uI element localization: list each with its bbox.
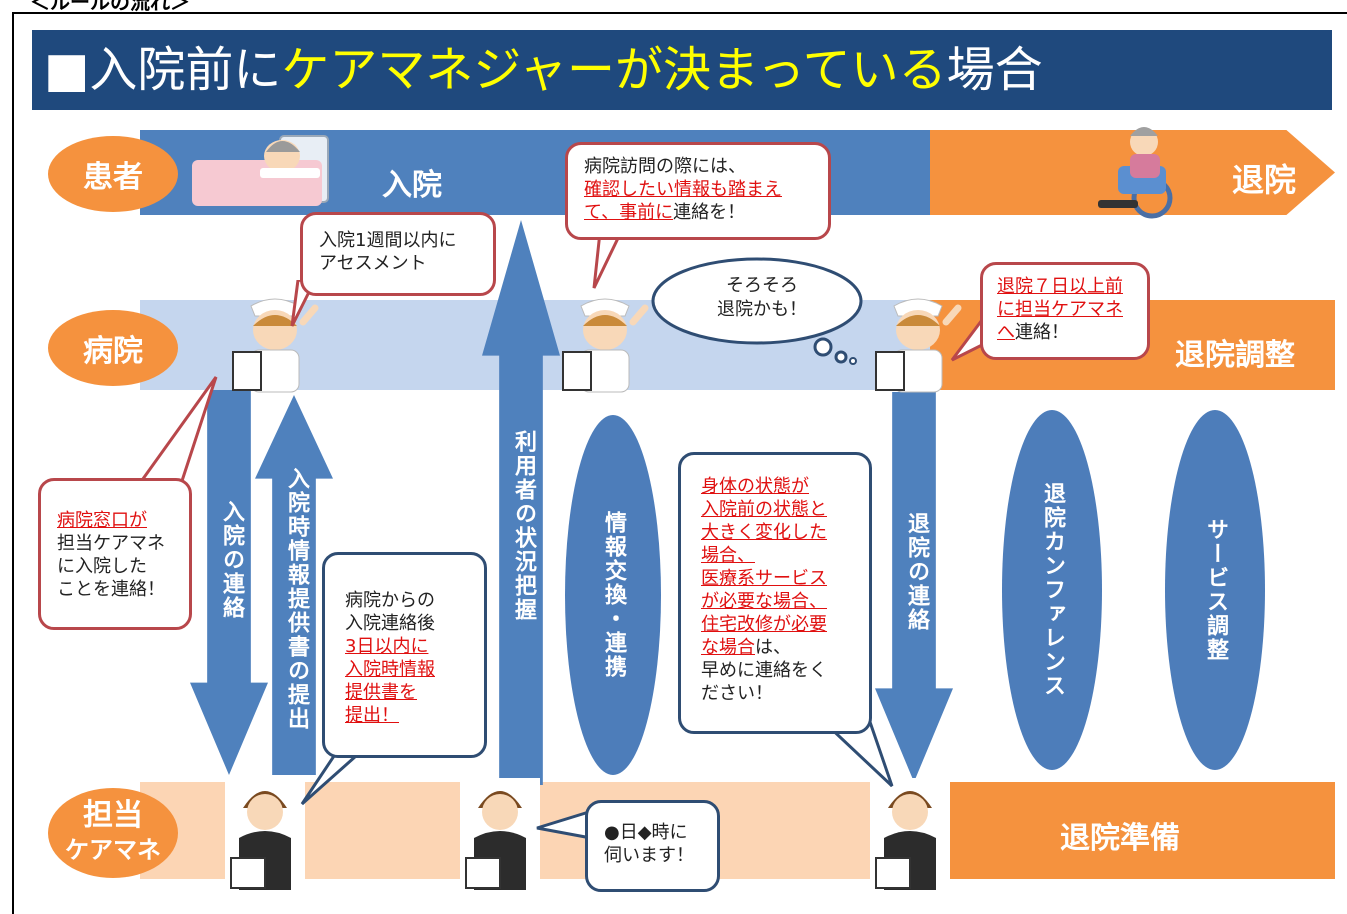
body-line6: が必要な場合、 [701, 591, 827, 612]
caremanager-label-line2: ケアマネ [65, 836, 161, 864]
body-line8: な場合 [701, 637, 755, 658]
window-line4: ことを連絡！ [57, 579, 165, 600]
conference-ellipse: 退院カンファレンス [1002, 410, 1102, 770]
discharge7-line4: 連絡！ [1015, 322, 1069, 343]
window-line3: に入院した [57, 556, 147, 577]
discharge7-bubble: 退院７日以上前 に担当ケアマネ へ連絡！ [980, 262, 1150, 360]
service-label: サービス調整 [1203, 518, 1228, 662]
submit3-line3: 3日以内に [345, 636, 429, 657]
discharge7-line3-wrap: へ連絡！ [997, 321, 1133, 344]
window-bubble-tail [137, 376, 218, 489]
body-line8-wrap: な場合は、 [701, 636, 849, 659]
caremanager-illustration-3 [870, 778, 950, 890]
body-line4: 場合、 [701, 545, 755, 566]
assessment-line2: アセスメント [319, 253, 427, 274]
visit-bubble-tail [592, 232, 623, 289]
nurse-illustration-1 [232, 298, 319, 393]
discharge-prep-label: 退院準備 [1060, 821, 1180, 856]
visit-time-line1: ●日◆時に [604, 822, 688, 843]
patient-in-bed-illustration [192, 135, 329, 206]
thought-line2: 退院かも！ [717, 299, 807, 320]
nurse-illustration-3 [875, 298, 962, 393]
service-ellipse: サービス調整 [1165, 410, 1265, 770]
discharge7-line2: に担当ケアマネ [997, 299, 1123, 320]
user-status-label: 利用者の状況把握 [511, 430, 536, 622]
body-bubble: 身体の状態が 入院前の状態と 大きく変化した 場合、 医療系サービス が必要な場… [678, 452, 872, 734]
admission-label: 入院 [382, 168, 442, 203]
title-highlight: ケアマネジャーが決まっている [281, 42, 947, 98]
submit3-bubble: 病院からの 入院連絡後 3日以内に 入院時情報 提供書を 提出！ [322, 552, 487, 758]
top-caption: ＜ルールの流れ＞ [30, 0, 190, 14]
caremanager-lane-label: 担当 ケアマネ [48, 788, 178, 878]
conference-label: 退院カンファレンス [1040, 482, 1065, 698]
patient-lane-label: 患者 [48, 136, 178, 212]
title-suffix: 場合 [946, 42, 1043, 98]
body-line3: 大きく変化した [701, 522, 827, 543]
visit-line3: て、事前に [584, 202, 674, 223]
body-line2: 入院前の状態と [701, 499, 827, 520]
body-line1: 身体の状態が [701, 476, 809, 497]
discharge-adjustment-label: 退院調整 [1175, 338, 1295, 373]
body-line5: 医療系サービス [701, 568, 827, 589]
submit3-line4: 入院時情報 [345, 659, 435, 680]
hospital-lane-label: 病院 [48, 310, 178, 386]
caremanager-illustration-2 [460, 778, 540, 890]
info-exchange-label: 情報交換・連携 [601, 511, 626, 679]
discharge-contact-label: 退院の連絡 [904, 512, 929, 632]
body-line10: 早めに連絡をく [701, 660, 827, 681]
thought-text: そろそろ 退院かも！ [702, 274, 822, 322]
visit-line4: 連絡を！ [673, 202, 746, 223]
discharge7-line3: へ [997, 322, 1015, 343]
frame [12, 12, 1347, 914]
submit3-line6: 提出！ [345, 705, 399, 726]
window-line2: 担当ケアマネ [57, 533, 165, 554]
thought-cloud [651, 257, 863, 365]
caremanager-end-band [940, 782, 1335, 879]
caremanager-label-line1: 担当 [83, 798, 143, 833]
submit3-line1: 病院からの [345, 590, 435, 611]
window-bubble: 病院窓口が 担当ケアマネ に入院した ことを連絡！ [38, 478, 192, 630]
info-submit-label: 入院時情報提供書の提出 [284, 467, 309, 731]
visit-time-bubble: ●日◆時に 伺います！ [585, 800, 720, 892]
discharge7-line1: 退院７日以上前 [997, 276, 1123, 297]
title-prefix: ■入院前に [44, 42, 282, 98]
body-line7: 住宅改修が必要 [701, 614, 827, 635]
hospital-contact-label: 入院の連絡 [219, 500, 244, 620]
nurse-illustration-2 [562, 298, 649, 393]
body-line11: ださい！ [701, 683, 773, 704]
visit-bubble: 病院訪問の際には、 確認したい情報も踏まえ て、事前に連絡を！ [565, 142, 831, 240]
assessment-bubble: 入院1週間以内に アセスメント [300, 212, 496, 296]
submit3-line5: 提供書を [345, 682, 417, 703]
assessment-line1: 入院1週間以内に [319, 230, 457, 251]
caremanager-illustration-1 [225, 778, 305, 890]
visit-line1: 病院訪問の際には、 [584, 156, 746, 177]
visit-line3-wrap: て、事前に連絡を！ [584, 201, 812, 224]
wheelchair-illustration [1098, 127, 1173, 219]
title-bar: ■入院前にケアマネジャーが決まっている場合 [32, 30, 1332, 110]
visit-time-line2: 伺います！ [604, 845, 694, 866]
thought-line1: そろそろ [726, 275, 798, 296]
body-line9: は、 [755, 637, 791, 658]
visit-line2: 確認したい情報も踏まえ [584, 179, 782, 200]
discharge-label: 退院 [1232, 161, 1297, 199]
info-exchange-ellipse: 情報交換・連携 [565, 415, 661, 775]
submit3-line2: 入院連絡後 [345, 613, 435, 634]
window-line1: 病院窓口が [57, 510, 147, 531]
